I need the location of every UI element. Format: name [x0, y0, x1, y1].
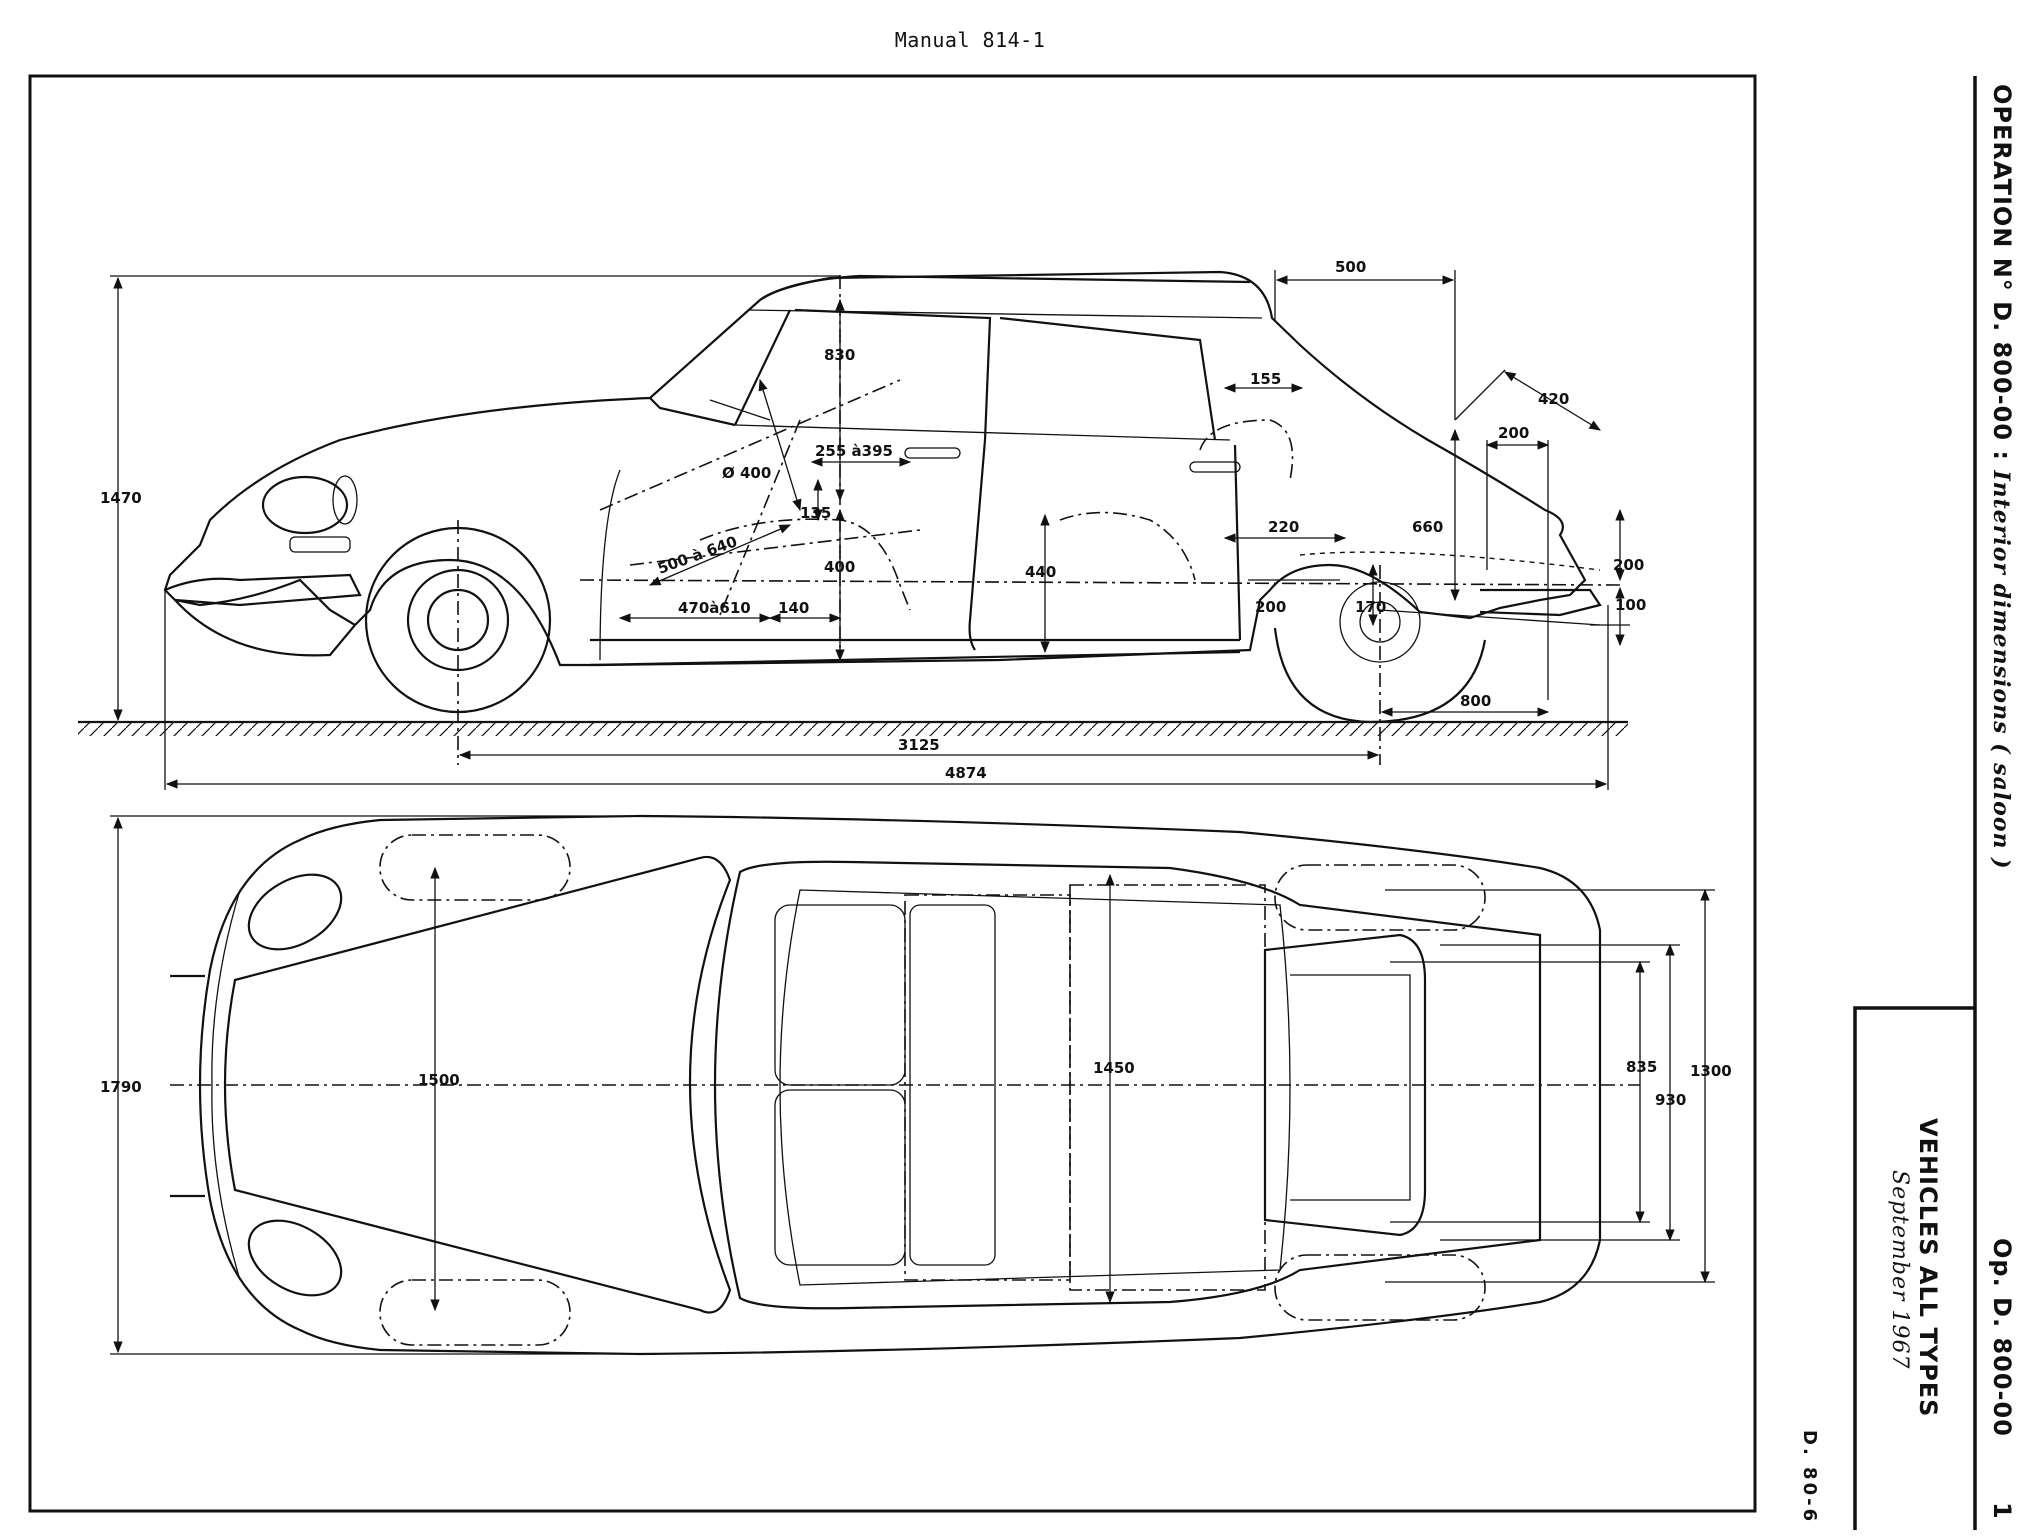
plan-body-outline	[198, 814, 1602, 1356]
plan-view: 1790 1500 1450 835 930 1300	[100, 814, 1732, 1356]
dim-seat-back: 500 à 640	[655, 532, 739, 577]
dim-sill-front: 200	[1255, 598, 1286, 616]
panel-box	[1853, 1006, 1975, 1530]
dim-boot-inner: 835	[1626, 1058, 1657, 1076]
side-view: 1470 500 155 420 200 830 Ø 400 255 à395 …	[78, 258, 1646, 790]
manual-header: Manual 814-1	[894, 28, 1046, 52]
dim-wheelbase: 3125	[898, 736, 940, 754]
dim-155: 155	[1250, 370, 1281, 388]
dim-overall-width: 1790	[100, 1078, 142, 1096]
dim-overall-height: 1470	[100, 489, 142, 507]
dim-rear-overhang: 800	[1460, 692, 1491, 710]
dim-boot-outer: 1300	[1690, 1062, 1732, 1080]
dim-rear-gap: 220	[1268, 518, 1299, 536]
operation-title: OPERATION N° D. 800-00 :	[1988, 84, 2016, 461]
dim-pedal-range: 255 à395	[815, 442, 893, 460]
side-body-outline	[163, 270, 1587, 667]
dim-seat-travel: 470à610	[678, 599, 751, 617]
dim-tail-top: 200	[1613, 556, 1644, 574]
dim-overall-length: 4874	[945, 764, 987, 782]
dim-rear-window: 500	[1335, 258, 1366, 276]
vehicles-label: VEHICLES ALL TYPES	[1914, 1118, 1942, 1418]
dim-wheel-clear: 170	[1355, 598, 1386, 616]
dim-front-seat-height: 400	[824, 558, 855, 576]
dim-tail-bottom: 100	[1615, 596, 1646, 614]
dim-front-track: 1500	[418, 1071, 460, 1089]
page-ref: D. 80-6	[1799, 1430, 1820, 1525]
dim-rear-headroom: 660	[1412, 518, 1443, 536]
headlight	[261, 475, 349, 535]
op-code: Op. D. 800-00	[1988, 1238, 2016, 1437]
ground-hatch	[78, 722, 1628, 736]
dim-cushion-gap: 140	[778, 599, 809, 617]
date-label: September 1967	[1887, 1170, 1912, 1370]
dim-boot-top: 200	[1498, 424, 1529, 442]
dim-steering: Ø 400	[722, 464, 771, 482]
operation-title-block: OPERATION N° D. 800-00 : Interior dimens…	[1988, 84, 2016, 870]
dim-front-headroom: 830	[824, 346, 855, 364]
dim-420: 420	[1538, 390, 1569, 408]
operation-subtitle: Interior dimensions ( saloon )	[1988, 470, 2014, 870]
page-number: 1	[1988, 1502, 2016, 1520]
dim-boot-mid: 930	[1655, 1091, 1686, 1109]
drawing-frame	[28, 74, 1757, 1513]
dim-interior-width: 1450	[1093, 1059, 1135, 1077]
dim-seat-rise: 135	[800, 504, 831, 522]
dim-rear-seat-height: 440	[1025, 563, 1056, 581]
